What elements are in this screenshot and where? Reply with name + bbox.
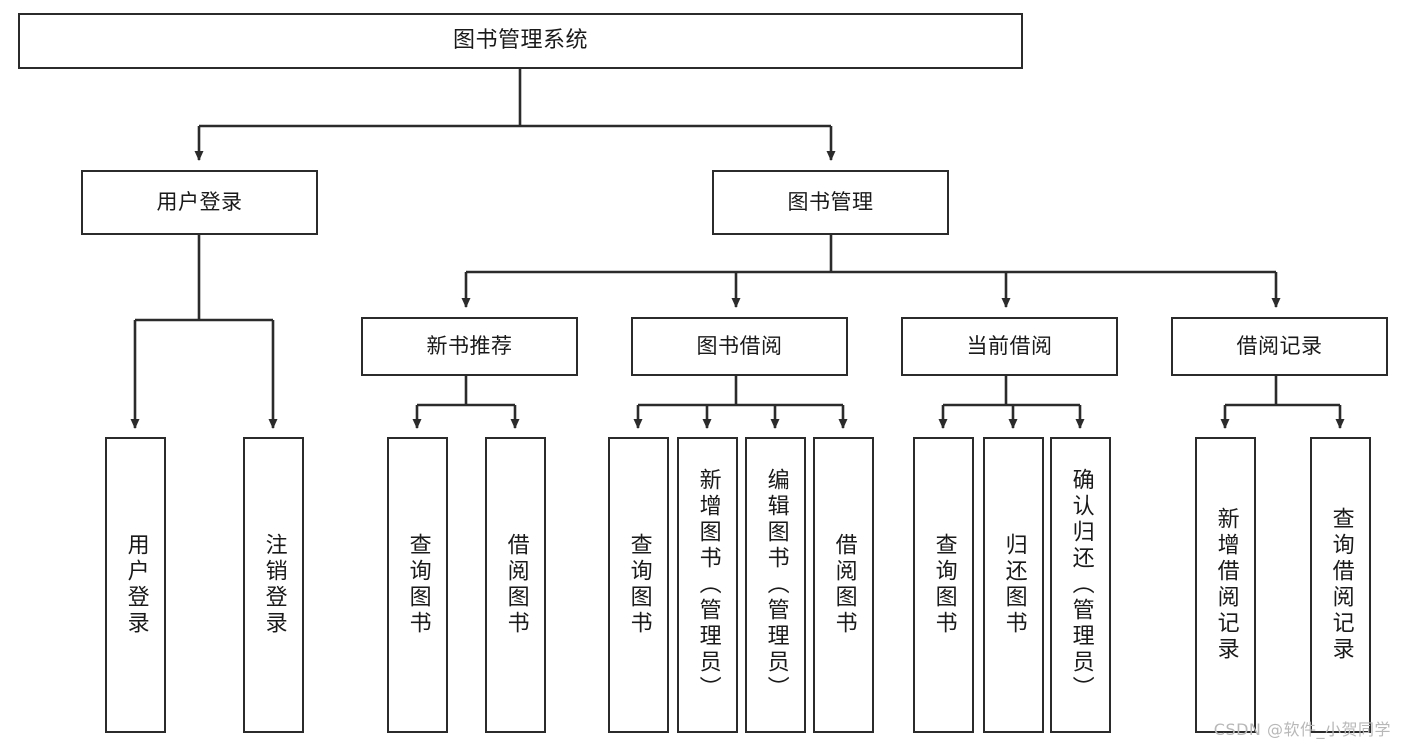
node-book-management[interactable]: 图书管理 — [712, 170, 949, 235]
node-leaf-query-book-current[interactable]: 查询图书 — [913, 437, 974, 733]
node-label: 新增借阅记录 — [1213, 507, 1239, 663]
node-label: 查询图书 — [626, 533, 652, 637]
node-leaf-add-borrow-record[interactable]: 新增借阅记录 — [1195, 437, 1256, 733]
node-leaf-return-book[interactable]: 归还图书 — [983, 437, 1044, 733]
node-leaf-logout[interactable]: 注销登录 — [243, 437, 304, 733]
node-leaf-borrow-book[interactable]: 借阅图书 — [813, 437, 874, 733]
node-label: 图书借阅 — [696, 334, 783, 359]
node-leaf-query-borrow-record[interactable]: 查询借阅记录 — [1310, 437, 1371, 733]
node-label: 借阅图书 — [831, 533, 857, 637]
node-book-borrow[interactable]: 图书借阅 — [631, 317, 848, 376]
node-label: 新书推荐 — [426, 334, 513, 359]
node-leaf-confirm-return-admin[interactable]: 确认归还（管理员） — [1050, 437, 1111, 733]
node-leaf-query-book-recommend[interactable]: 查询图书 — [387, 437, 448, 733]
node-label: 用户登录 — [123, 533, 149, 637]
node-label: 查询图书 — [931, 533, 957, 637]
node-label: 借阅图书 — [503, 533, 529, 637]
node-label: 查询图书 — [405, 533, 431, 637]
node-label: 图书管理 — [787, 190, 874, 215]
node-label: 确认归还（管理员） — [1068, 468, 1094, 702]
node-label: 编辑图书（管理员） — [763, 468, 789, 702]
node-leaf-query-book-borrow[interactable]: 查询图书 — [608, 437, 669, 733]
node-label: 当前借阅 — [966, 334, 1053, 359]
node-leaf-user-login[interactable]: 用户登录 — [105, 437, 166, 733]
node-label: 查询借阅记录 — [1328, 507, 1354, 663]
node-leaf-borrow-book-recommend[interactable]: 借阅图书 — [485, 437, 546, 733]
node-label: 图书管理系统 — [452, 28, 588, 54]
node-new-book-recommend[interactable]: 新书推荐 — [361, 317, 578, 376]
node-label: 用户登录 — [156, 190, 243, 215]
node-root-book-management-system[interactable]: 图书管理系统 — [18, 13, 1023, 69]
node-borrow-record[interactable]: 借阅记录 — [1171, 317, 1388, 376]
node-user-login[interactable]: 用户登录 — [81, 170, 318, 235]
node-leaf-add-book-admin[interactable]: 新增图书（管理员） — [677, 437, 738, 733]
node-label: 归还图书 — [1001, 533, 1027, 637]
node-current-borrow[interactable]: 当前借阅 — [901, 317, 1118, 376]
node-leaf-edit-book-admin[interactable]: 编辑图书（管理员） — [745, 437, 806, 733]
node-label: 新增图书（管理员） — [695, 468, 721, 702]
node-label: 借阅记录 — [1236, 334, 1323, 359]
node-label: 注销登录 — [261, 533, 287, 637]
